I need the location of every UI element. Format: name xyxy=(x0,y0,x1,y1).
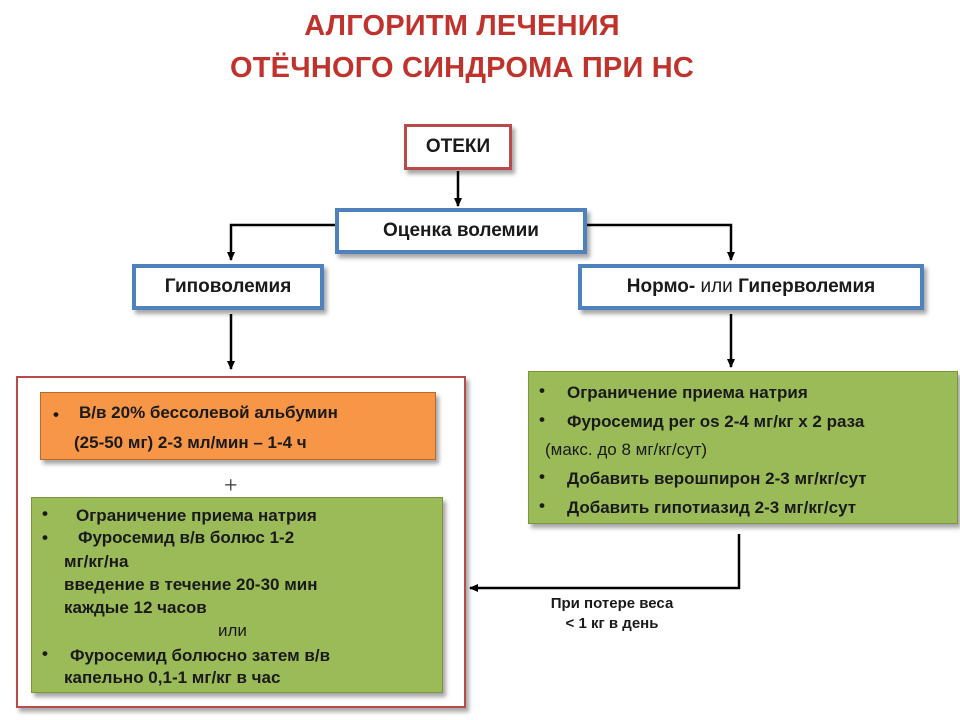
bullet: • xyxy=(539,410,545,429)
page-title-line-2: ОТЁЧНОГО СИНДРОМА ПРИ НС xyxy=(229,52,695,84)
left-item-2-line-1: Фуросемид в/в болюс 1-2 xyxy=(78,528,295,547)
albumin-line-2: (25-50 мг) 2-3 мл/мин – 1-4 ч xyxy=(74,433,307,452)
weight-loss-note: При потере веса < 1 кг в день xyxy=(520,594,704,634)
or-connector-label: или xyxy=(695,276,739,297)
left-item-1: Ограничение приема натрия xyxy=(76,506,317,525)
left-item-3-line-2: капельно 0,1-1 мг/кг в час xyxy=(64,668,281,687)
bullet: • xyxy=(42,644,48,663)
albumin-line-1: В/в 20% бессолевой альбумин xyxy=(79,403,338,422)
right-item-4: Добавить гипотиазид 2-3 мг/кг/сут xyxy=(567,498,857,517)
albumin-box: • В/в 20% бессолевой альбумин (25-50 мг)… xyxy=(40,392,436,460)
arrow-return-to-hypovolemia-treatment xyxy=(469,534,741,592)
right-item-2: Фуросемид per os 2-4 мг/кг х 2 раза xyxy=(567,412,865,431)
hypervolemia-label: Гиперволемия xyxy=(738,276,876,297)
hypovolemia-node: Гиповолемия xyxy=(132,264,324,310)
bullet: • xyxy=(539,467,545,486)
arrow-assessment-to-hypovolemia xyxy=(227,223,335,261)
weight-loss-note-line-1: При потере веса xyxy=(550,595,674,612)
bullet: • xyxy=(539,381,545,400)
page-title-line-1: АЛГОРИТМ ЛЕЧЕНИЯ xyxy=(304,10,620,42)
right-item-1: Ограничение приема натрия xyxy=(567,383,808,402)
left-item-2-line-4: каждые 12 часов xyxy=(64,598,207,617)
right-treatment-box: • Ограничение приема натрия • Фуросемид … xyxy=(528,371,958,524)
bullet: • xyxy=(42,504,48,523)
edema-label: ОТЕКИ xyxy=(425,136,491,157)
plus-sign: + xyxy=(224,473,238,499)
bullet: • xyxy=(53,405,59,424)
weight-loss-note-line-2: < 1 кг в день xyxy=(565,615,659,632)
normo-label: Нормо- xyxy=(626,276,696,297)
or-label: или xyxy=(218,621,247,640)
bullet: • xyxy=(539,496,545,515)
arrow-assessment-to-hypervolemia xyxy=(586,223,735,261)
right-item-2-cont: (макс. до 8 мг/кг/сут) xyxy=(545,440,708,459)
left-item-3-line-1: Фуросемид болюсно затем в/в xyxy=(70,646,331,665)
right-item-3: Добавить верошпирон 2-3 мг/кг/сут xyxy=(567,469,867,488)
left-treatment-box: • Ограничение приема натрия • Фуросемид … xyxy=(31,497,443,693)
normo-hypervolemia-node: Нормо- или Гиперволемия xyxy=(578,264,924,310)
volemia-assessment-node: Оценка волемии xyxy=(335,208,587,254)
bullet: • xyxy=(42,528,48,547)
left-item-2-line-2: мг/кг/на xyxy=(64,552,129,571)
left-item-2-line-3: введение в течение 20-30 мин xyxy=(64,575,318,594)
hypovolemia-label: Гиповолемия xyxy=(164,276,292,297)
edema-node: ОТЕКИ xyxy=(404,124,512,170)
volemia-assessment-label: Оценка волемии xyxy=(383,220,539,241)
